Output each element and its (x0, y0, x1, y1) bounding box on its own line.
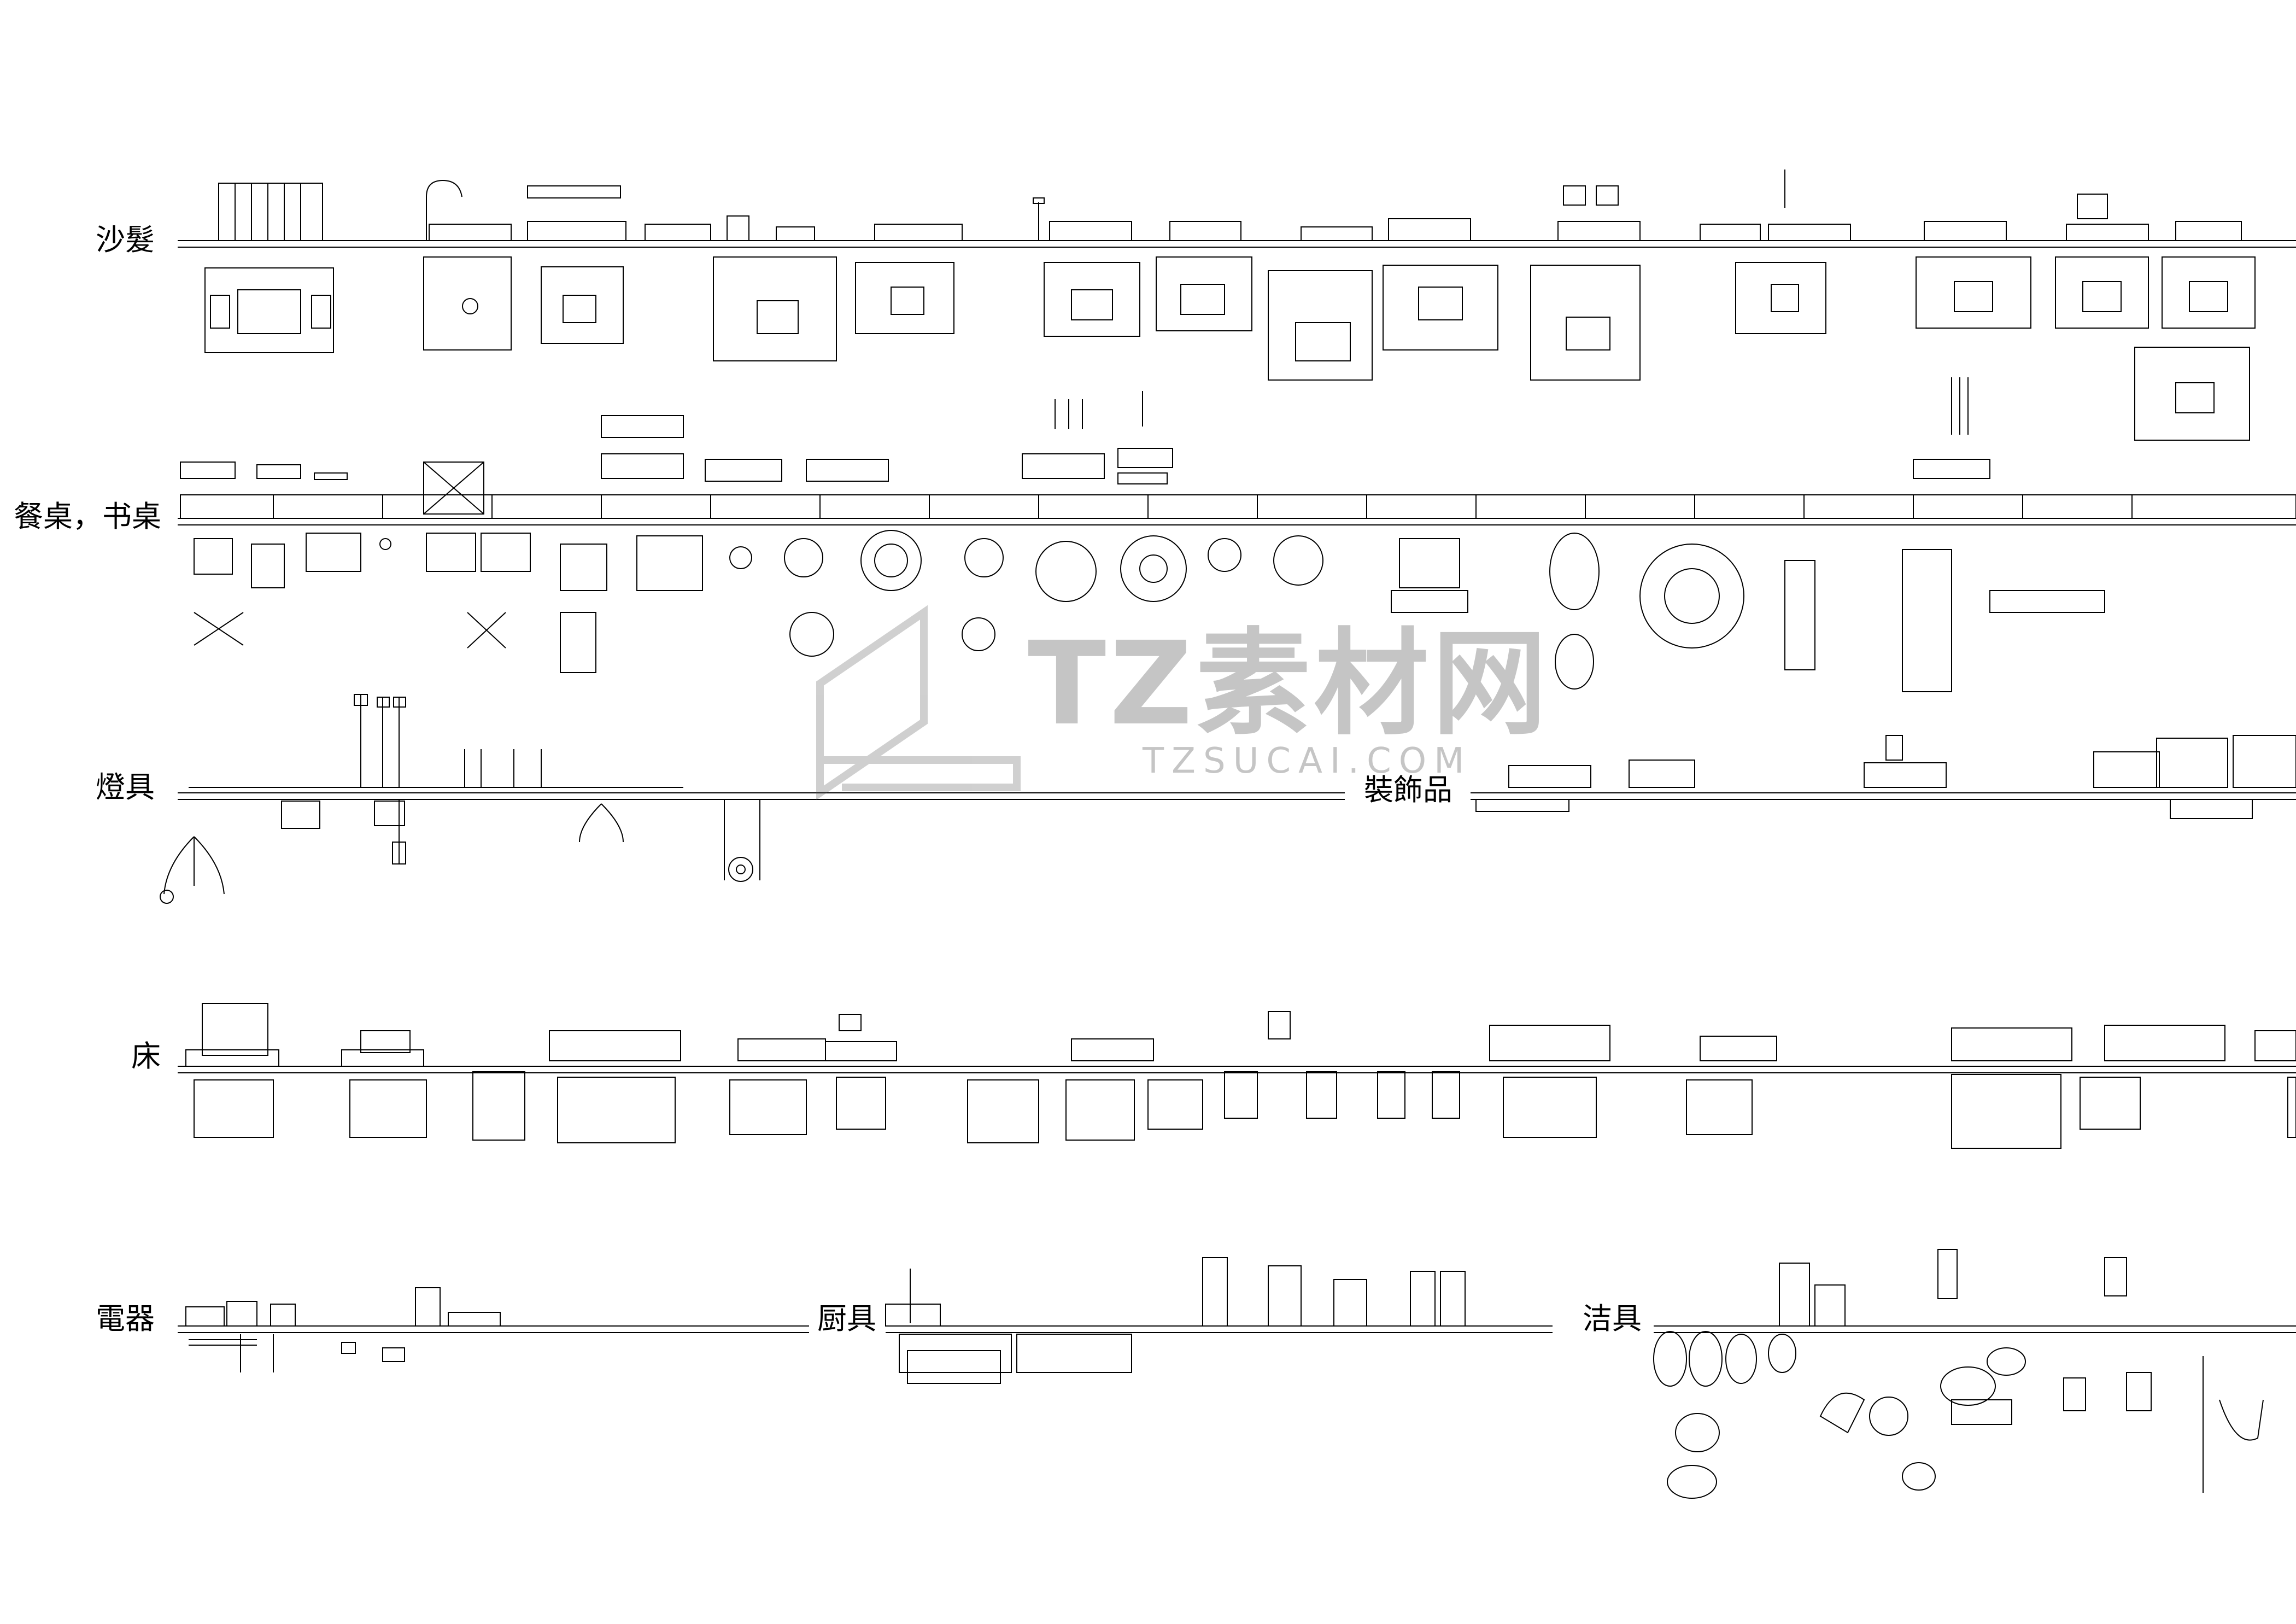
dining-row (178, 377, 2296, 692)
lamps-row (160, 694, 1345, 904)
sofa-category-label: 沙髮 (96, 223, 155, 257)
sofa-row (178, 170, 2296, 441)
kitchen-row (885, 1257, 1553, 1384)
dining-category-label: 餐桌，书桌 (14, 499, 161, 534)
lamps-category-label: 燈具 (96, 770, 155, 804)
watermark-logo-shape (816, 605, 1021, 801)
appliances-row (178, 1287, 809, 1372)
bed-category-label: 床 (131, 1039, 161, 1073)
sanitary-category-label: 洁具 (1583, 1301, 1642, 1336)
decor-category-label: 裝飾品 (1364, 773, 1452, 807)
decor-row (1471, 735, 2296, 819)
sanitary-row (1653, 1249, 2296, 1499)
bed-row (178, 1003, 2296, 1149)
appliances-category-label: 電器 (96, 1301, 155, 1336)
kitchen-category-label: 厨具 (817, 1301, 876, 1336)
